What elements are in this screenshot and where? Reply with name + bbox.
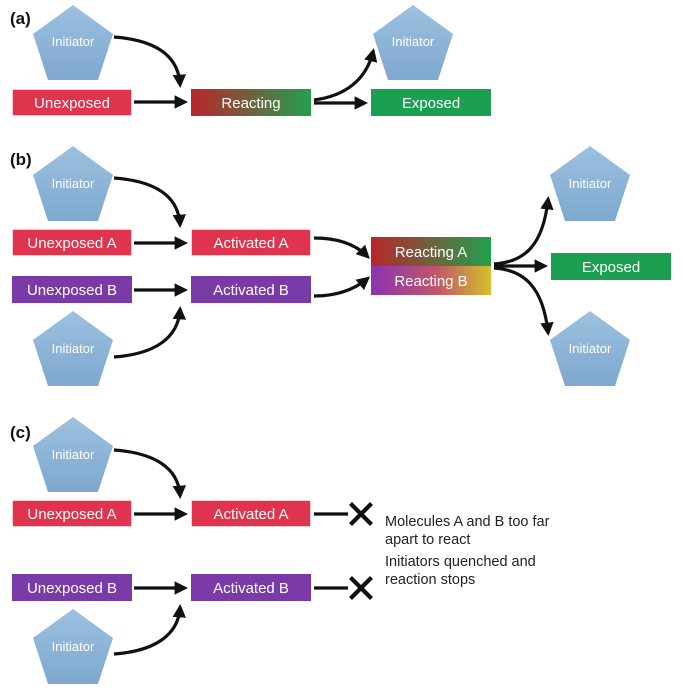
note-line-2: apart to react: [385, 532, 470, 548]
activated-a-rect: [190, 499, 312, 528]
activated-b-rect: [191, 574, 311, 601]
activated-b-label: Activated B: [213, 282, 289, 299]
initiator-label: Initiator: [52, 34, 95, 49]
initiator-b-right-top: Initiator: [550, 146, 630, 221]
initiator-c-top: Initiator: [33, 417, 113, 492]
exposed-box-rect: [371, 89, 491, 116]
initiator-b-right-bottom: Initiator: [550, 311, 630, 386]
unexposed-a-rect: [11, 499, 133, 528]
initiator-label: Initiator: [569, 341, 612, 356]
initiator-label: Initiator: [52, 447, 95, 462]
unexposed-a-label: Unexposed A: [27, 235, 116, 252]
arrow-activated-a-to-reacting: [313, 236, 370, 259]
exposed-label: Exposed: [402, 95, 460, 112]
reacting-a-rect: [371, 237, 491, 266]
note-line-3: Initiators quenched and: [385, 554, 536, 570]
reacting-label: Reacting: [221, 95, 280, 112]
activated-a-box-c: Activated A: [190, 499, 312, 528]
arrow-initiator-to-activated-b: [113, 305, 187, 359]
panel-label-a: (a): [10, 9, 31, 28]
note-line-4: reaction stops: [385, 572, 475, 588]
activated-b-label: Activated B: [213, 580, 289, 597]
arrow-initiator-to-activated-a: [113, 448, 186, 500]
initiator-c-bottom: Initiator: [33, 609, 113, 684]
activated-a-label: Activated A: [213, 506, 288, 523]
unexposed-box-rect: [11, 88, 133, 117]
arrow-reacting-to-initiator: [313, 48, 378, 102]
unexposed-b-label: Unexposed B: [27, 580, 117, 597]
activated-b-box-c: Activated B: [191, 574, 311, 601]
initiator-a-right: Initiator: [373, 5, 453, 80]
activated-a-label: Activated A: [213, 235, 288, 252]
unexposed-b-label: Unexposed B: [27, 282, 117, 299]
unexposed-box: Unexposed: [11, 88, 133, 117]
pentagon-shape: [33, 417, 113, 492]
initiator-label: Initiator: [52, 639, 95, 654]
unexposed-a-box-b: Unexposed A: [11, 228, 133, 257]
activated-b-rect: [191, 276, 311, 303]
x-mark-a: [349, 502, 373, 526]
exposed-box-b: Exposed: [551, 253, 671, 280]
arrow-initiator-to-reacting: [113, 35, 187, 89]
reacting-ab-box: Reacting A Reacting B: [371, 237, 491, 295]
unexposed-label: Unexposed: [34, 95, 110, 112]
initiator-b-bottom: Initiator: [33, 311, 113, 386]
unexposed-b-rect: [12, 276, 132, 303]
activated-a-rect: [190, 228, 312, 257]
note-line-1: Molecules A and B too far: [385, 514, 550, 530]
initiator-label: Initiator: [52, 341, 95, 356]
panel-label-b: (b): [10, 150, 32, 169]
pentagon-shape: [33, 311, 113, 386]
arrow-reacting-to-initiator-bottom: [493, 266, 554, 337]
reacting-a-label: Reacting A: [395, 244, 468, 261]
exposed-box-a: Exposed: [371, 89, 491, 116]
x-mark-b: [349, 576, 373, 600]
pentagon-shape: [550, 311, 630, 386]
pentagon-shape: [33, 5, 113, 80]
activated-a-box-b: Activated A: [190, 228, 312, 257]
exposed-box-rect: [551, 253, 671, 280]
note-text: Molecules A and B too far apart to react…: [385, 514, 550, 588]
pentagon-shape: [550, 146, 630, 221]
reacting-box: Reacting: [191, 89, 311, 116]
initiator-label: Initiator: [52, 176, 95, 191]
pentagon-shape: [373, 5, 453, 80]
arrow-activated-b-to-reacting: [313, 276, 371, 298]
exposed-label: Exposed: [582, 259, 640, 276]
reacting-b-label: Reacting B: [394, 273, 467, 290]
arrow-reacting-to-initiator-top: [493, 195, 554, 266]
initiator-label: Initiator: [569, 176, 612, 191]
unexposed-a-box-c: Unexposed A: [11, 499, 133, 528]
arrow-initiator-to-activated-a: [113, 176, 187, 229]
pentagon-shape: [33, 609, 113, 684]
unexposed-b-rect: [12, 574, 132, 601]
pentagon-shape: [33, 146, 113, 221]
initiator-a-top: Initiator: [33, 5, 113, 80]
activated-b-box-b: Activated B: [191, 276, 311, 303]
unexposed-b-box-c: Unexposed B: [12, 574, 132, 601]
panel-label-c: (c): [10, 423, 31, 442]
reacting-b-rect: [371, 266, 491, 295]
unexposed-a-label: Unexposed A: [27, 506, 116, 523]
arrow-initiator-to-activated-b: [113, 603, 186, 656]
unexposed-a-rect: [11, 228, 133, 257]
reacting-box-rect: [191, 89, 311, 116]
initiator-b-top: Initiator: [33, 146, 113, 221]
initiator-label: Initiator: [392, 34, 435, 49]
unexposed-b-box-b: Unexposed B: [12, 276, 132, 303]
